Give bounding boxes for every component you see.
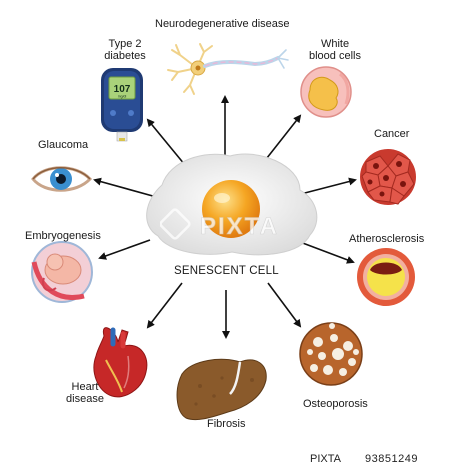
arrow-diabetes [146,118,186,166]
label-wbc-line2: blood cells [309,50,361,62]
white-blood-cell-icon [300,66,352,118]
egg-yolk [202,180,260,238]
arrow-wbc [262,114,302,164]
label-heart-line1: Heart [71,381,99,393]
label-type2-diabetes: Type 2 diabetes [95,38,155,62]
label-embryogenesis: Embryogenesis [25,230,101,242]
arrow-embryo [98,239,151,260]
label-osteoporosis: Osteoporosis [303,398,368,410]
footer-logo: PIXTA [310,453,341,465]
senescent-cell-illustration [146,153,318,256]
artery-icon [357,248,415,306]
arrow-osteo [267,282,302,328]
cancer-cells-icon [360,149,416,205]
label-atherosclerosis: Atherosclerosis [349,233,425,245]
liver-icon [176,358,267,421]
label-heart-disease: Heart disease [60,381,110,405]
label-type2-diabetes-line1: Type 2 [108,38,142,50]
label-wbc-line1: White [320,38,350,50]
arrow-athero [299,241,355,264]
label-white-blood-cells: White blood cells [300,38,370,62]
footer-bar: PIXTA 93851249 [0,450,450,469]
arrow-cancer [296,177,357,196]
label-senescent-cell: SENESCENT CELL [174,265,279,277]
bone-tissue-icon [299,322,363,386]
label-fibrosis: Fibrosis [207,418,246,430]
glucometer-unit: mg/dl [118,95,127,99]
label-cancer: Cancer [374,128,410,140]
label-glaucoma: Glaucoma [38,139,89,151]
label-neurodegenerative: Neurodegenerative disease [155,18,290,30]
footer-image-id: 93851249 [365,453,418,465]
glucometer-icon: 107 mg/dl [101,68,143,142]
label-type2-diabetes-line2: diabetes [104,50,146,62]
label-heart-line2: disease [66,393,104,405]
arrow-glaucoma [93,177,161,199]
glucometer-reading: 107 [114,84,131,95]
arrows [93,95,357,339]
arrow-heart [146,282,183,329]
heart-icon [93,327,148,398]
neuron-icon [167,43,289,95]
eye-icon [31,166,93,192]
embryo-icon [31,241,93,303]
